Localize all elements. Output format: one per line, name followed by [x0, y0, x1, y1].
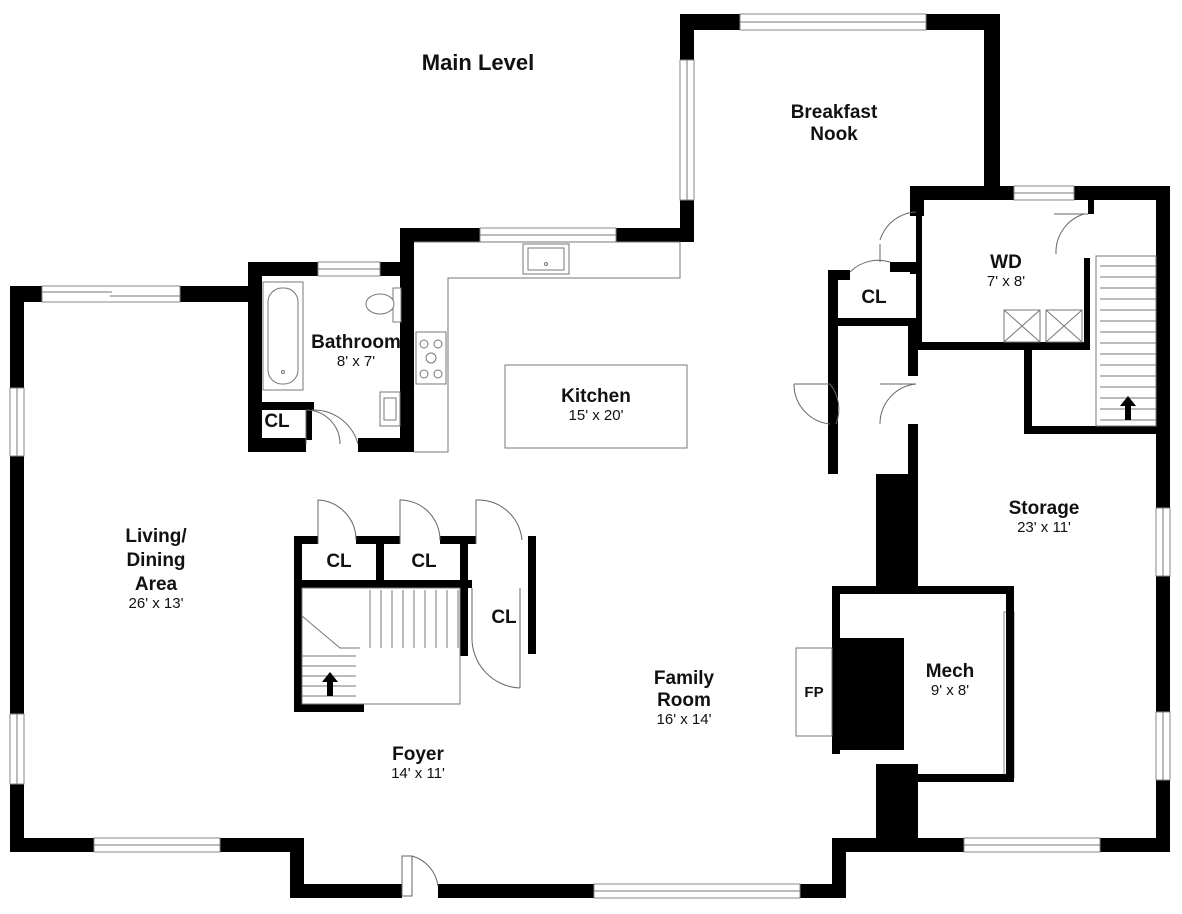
closet-label-a: CL: [326, 551, 352, 572]
page-title: Main Level: [422, 50, 534, 75]
exterior-walls: [10, 14, 1170, 898]
arrow-up-icon: [1120, 396, 1136, 420]
room-label-wd: WD: [990, 252, 1022, 273]
room-label-family-1: Family: [654, 668, 715, 689]
room-label-family-2: Room: [657, 690, 711, 711]
room-dims-kitchen: 15' x 20': [569, 407, 624, 424]
kitchen-island: [504, 364, 688, 449]
stairs-center: [301, 587, 461, 705]
fireplace: [795, 647, 833, 737]
doors: [305, 211, 1088, 897]
room-label-kitchen: Kitchen: [561, 386, 631, 407]
kitchen-fixtures: [414, 241, 688, 453]
closet-label-c: CL: [491, 607, 517, 628]
stairs-right: [1095, 255, 1157, 427]
closet-label-b: CL: [411, 551, 437, 572]
interior-walls: [248, 190, 1170, 838]
room-label-living-3: Area: [135, 574, 178, 595]
room-label-breakfast-1: Breakfast: [791, 102, 878, 123]
room-label-bathroom: Bathroom: [311, 332, 401, 353]
room-dims-family: 16' x 14': [657, 711, 712, 728]
room-dims-wd: 7' x 8': [987, 273, 1025, 290]
room-label-living-1: Living/: [125, 526, 187, 547]
room-dims-living: 26' x 13': [129, 595, 184, 612]
room-label-storage: Storage: [1009, 498, 1080, 519]
fireplace-label: FP: [804, 684, 823, 701]
room-label-mech: Mech: [926, 661, 975, 682]
room-dims-mech: 9' x 8': [931, 682, 969, 699]
closet-label-bath: CL: [264, 411, 290, 432]
room-dims-storage: 23' x 11': [1017, 519, 1071, 536]
room-label-breakfast-2: Nook: [810, 124, 858, 145]
bathroom-fixtures: [262, 281, 402, 427]
closet-label-wd: CL: [861, 287, 887, 308]
room-label-living-2: Dining: [126, 550, 185, 571]
room-dims-bathroom: 8' x 7': [337, 353, 375, 370]
room-dims-foyer: 14' x 11': [391, 765, 445, 782]
arrow-up-icon: [322, 672, 338, 696]
room-label-foyer: Foyer: [392, 744, 444, 765]
washer-dryer: [1003, 309, 1083, 343]
